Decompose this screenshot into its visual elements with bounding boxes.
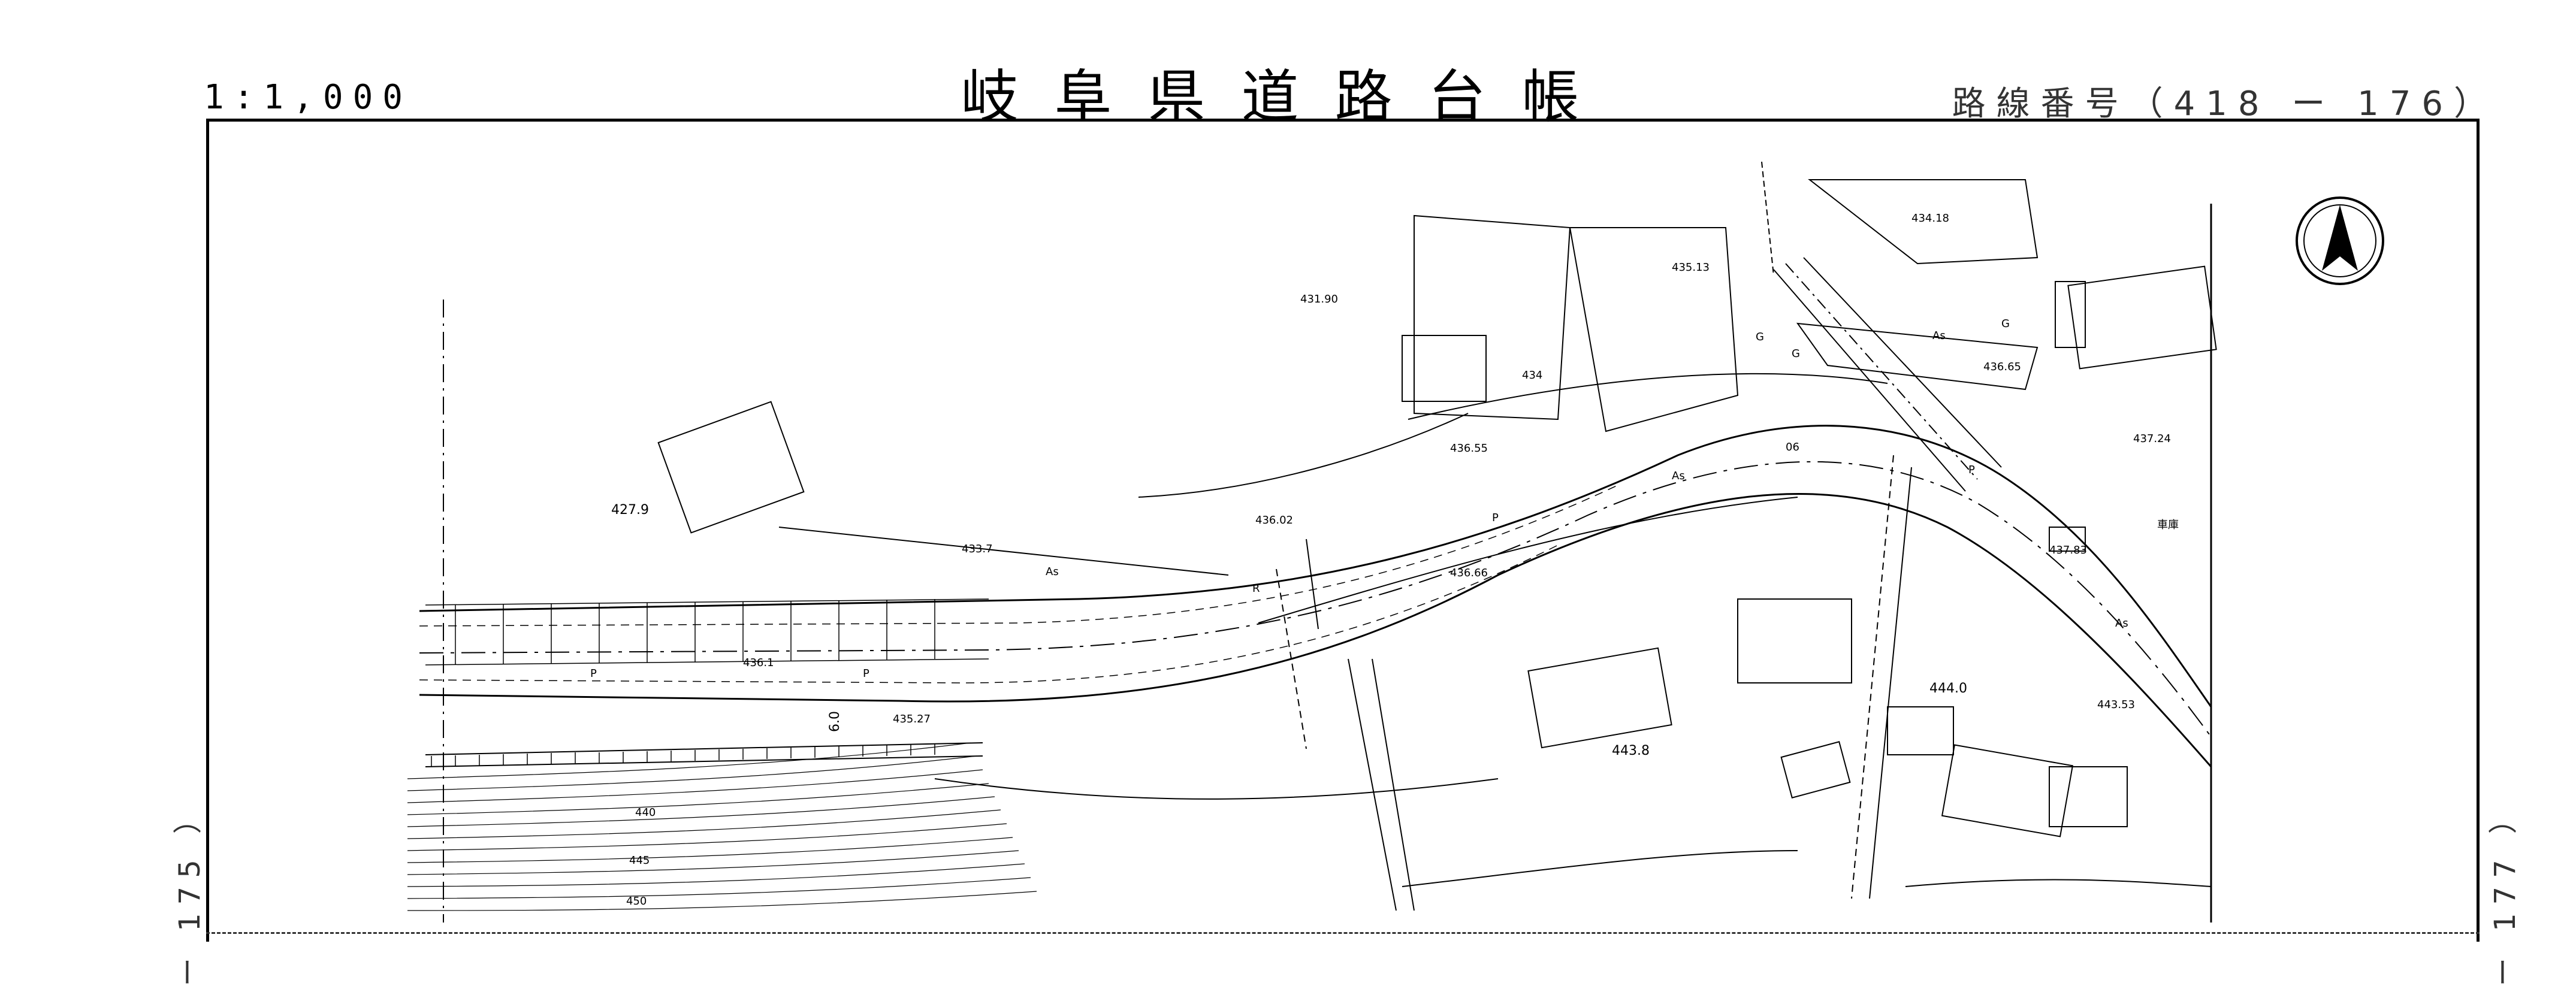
elevation-label: 434.18 bbox=[1911, 212, 1949, 225]
boundary-lines bbox=[1276, 161, 1912, 911]
pavement-label: R bbox=[1252, 582, 1260, 595]
elevation-label: 436.1 bbox=[743, 657, 774, 669]
map-frame bbox=[206, 119, 2480, 942]
elevation-label: 436.65 bbox=[1983, 361, 2021, 373]
north-arrow-icon bbox=[2296, 196, 2384, 285]
pavement-label: G bbox=[1756, 331, 1764, 343]
elevation-label: 444.0 bbox=[1929, 681, 1967, 696]
map-scale: 1:1,000 bbox=[204, 78, 413, 117]
pavement-label: G bbox=[1792, 347, 1800, 360]
main-road bbox=[419, 425, 2212, 767]
building-label: 車庫 bbox=[2157, 519, 2179, 531]
contour-label: 450 bbox=[626, 895, 647, 908]
elevation-label: 436.02 bbox=[1255, 514, 1293, 527]
elevation-label: 427.9 bbox=[611, 503, 649, 518]
upper-slope bbox=[425, 598, 989, 666]
elevation-label: 435.27 bbox=[893, 713, 931, 725]
side-road bbox=[1773, 257, 2002, 492]
pavement-label: P bbox=[590, 667, 597, 680]
elevation-label: 06 bbox=[1786, 441, 1799, 453]
pavement-label: As bbox=[2115, 617, 2128, 630]
pavement-label: P bbox=[863, 667, 869, 680]
elevation-label: 436.66 bbox=[1450, 567, 1488, 579]
road-map: 431.90 427.9 433.7 436.1 435.27 436.02 4… bbox=[407, 161, 2384, 923]
pavement-label: P bbox=[1968, 464, 1975, 476]
retaining-walls bbox=[425, 373, 1888, 767]
elevation-label: 443.53 bbox=[2097, 698, 2135, 711]
contour-label: 445 bbox=[629, 854, 650, 867]
route-number: 路線番号（418 ー 176） bbox=[1952, 84, 2498, 123]
pavement-label: As bbox=[1932, 329, 1946, 342]
road-width-label: 6.0 bbox=[828, 711, 842, 732]
pavement-label: As bbox=[1046, 565, 1059, 578]
elevation-label: 431.90 bbox=[1300, 293, 1338, 306]
elevation-label: 437.24 bbox=[2133, 432, 2171, 445]
pavement-label: As bbox=[1672, 470, 1685, 482]
map-bottom-border bbox=[206, 932, 2480, 934]
elevation-label: 433.7 bbox=[962, 543, 993, 555]
contour-label: 440 bbox=[635, 806, 656, 819]
pavement-label: P bbox=[1492, 512, 1499, 524]
elevation-label: 437.83 bbox=[2049, 544, 2087, 556]
pavement-label: G bbox=[2001, 317, 2010, 330]
elevation-label: 436.55 bbox=[1450, 442, 1488, 455]
parcels bbox=[657, 179, 2217, 887]
elevation-label: 435.13 bbox=[1672, 261, 1710, 274]
elevation-label: 434 bbox=[1522, 369, 1542, 382]
contour-lines bbox=[407, 742, 1037, 911]
wall-hatching bbox=[431, 744, 935, 767]
elevation-label: 443.8 bbox=[1612, 743, 1650, 758]
